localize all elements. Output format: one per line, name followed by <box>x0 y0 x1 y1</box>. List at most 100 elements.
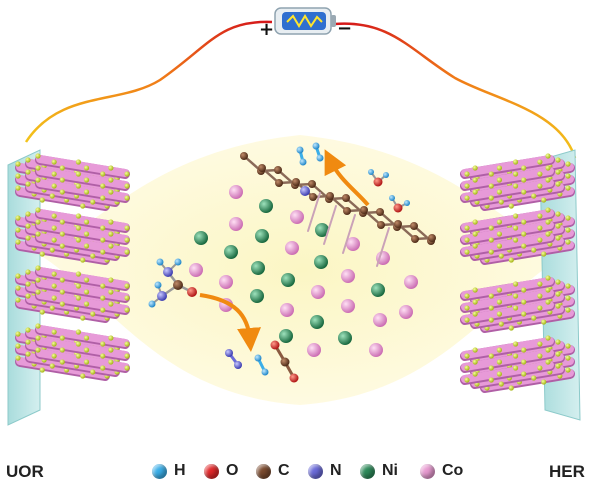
nanorod <box>35 177 130 203</box>
nanoparticle <box>83 243 90 249</box>
nanoparticle <box>39 197 45 203</box>
nanoparticle <box>35 207 41 213</box>
nanoparticle <box>59 243 65 249</box>
nanoparticle <box>35 347 41 353</box>
nanoparticle <box>521 287 527 293</box>
nanoparticle <box>59 359 65 365</box>
hydrogen-atom <box>174 258 182 266</box>
carbon-atom <box>377 221 385 229</box>
nitrogen-atom <box>300 186 310 196</box>
hydrogen-atom <box>148 300 156 308</box>
nanoparticle <box>541 197 547 203</box>
nanoparticle <box>496 165 503 171</box>
nanorod <box>460 165 555 191</box>
nanoparticle <box>565 185 571 191</box>
wire-left <box>24 20 273 143</box>
nanoparticle <box>108 165 114 171</box>
oxygen-atom <box>373 177 383 187</box>
nanoparticle <box>51 353 57 359</box>
nickel-atom <box>194 231 208 245</box>
nanoparticle <box>51 271 57 277</box>
nanoparticle <box>545 177 551 183</box>
nanoparticle <box>59 289 65 295</box>
nanoparticle <box>35 265 41 271</box>
nanoparticle <box>537 183 543 189</box>
nanoparticle <box>496 231 503 237</box>
carbon-atom <box>410 222 418 230</box>
nanoparticle <box>108 301 114 307</box>
battery-positive-sign: + <box>259 19 274 40</box>
nanoparticle <box>555 351 561 357</box>
nanoparticle <box>100 171 106 177</box>
nanoparticle <box>555 211 561 217</box>
nanoparticle <box>472 359 478 365</box>
nanoparticle <box>512 281 519 287</box>
nanoparticle <box>100 365 106 371</box>
nanoparticle <box>464 353 470 359</box>
nickel-atom <box>251 261 265 275</box>
nanoparticle <box>59 219 65 225</box>
nanoparticle <box>124 237 130 243</box>
reaction-glow <box>40 135 565 405</box>
nanoparticle <box>124 183 130 189</box>
reaction-arrow-urea <box>199 293 261 352</box>
nanoparticle <box>75 171 82 177</box>
nanoparticle <box>545 231 551 237</box>
cobalt-atom <box>285 241 299 255</box>
nanorod-body <box>461 337 554 359</box>
nanoparticle <box>537 237 543 243</box>
cobalt-atom <box>229 185 243 199</box>
nanoparticle <box>59 177 65 183</box>
nanoparticle <box>39 251 45 257</box>
carbon-atom <box>274 166 282 174</box>
carbon-atom <box>376 208 384 216</box>
nanoparticle <box>521 347 527 353</box>
nanoparticle <box>25 327 31 333</box>
nanoparticle <box>496 177 503 183</box>
nanoparticle <box>472 299 478 305</box>
bond <box>307 192 321 232</box>
nanoparticle <box>25 351 31 357</box>
legend-label-h: H <box>174 462 186 479</box>
nanoparticle <box>537 293 543 299</box>
nanoparticle <box>508 203 514 209</box>
nanoparticle <box>59 231 65 237</box>
nanorod <box>35 347 130 373</box>
nanoparticle <box>472 219 478 225</box>
cobalt-atom <box>311 285 325 299</box>
nanoparticle <box>124 341 130 347</box>
nanoparticle <box>464 183 470 189</box>
nanoparticle <box>498 321 504 327</box>
nanoparticle <box>565 227 571 233</box>
nanoparticle <box>49 193 55 199</box>
legend-item-c: C <box>256 462 290 480</box>
legend-item-ni: Ni <box>360 462 398 480</box>
legend-item-n: N <box>308 462 342 480</box>
nanoparticle <box>555 157 561 163</box>
nanoparticle <box>51 159 57 165</box>
nanoparticle <box>565 161 571 167</box>
nanoparticle <box>83 189 90 195</box>
nanoparticle <box>488 317 494 323</box>
nanoparticle <box>555 235 561 241</box>
nanoparticle <box>537 353 543 359</box>
nanoparticle <box>512 341 519 347</box>
nanoparticle <box>83 177 90 183</box>
nanoparticle <box>51 295 57 301</box>
nanorod <box>460 359 555 385</box>
nanorod <box>460 335 555 361</box>
nanoparticle <box>521 359 527 365</box>
nanoparticle <box>83 231 90 237</box>
nanoparticle <box>51 329 57 335</box>
nanoparticle <box>521 231 527 237</box>
nanoparticle <box>496 299 503 305</box>
nanoparticle <box>555 291 561 297</box>
nanorod-body <box>461 289 554 311</box>
nanoparticle <box>464 237 470 243</box>
nanoparticle <box>15 355 21 361</box>
nanoparticle <box>565 215 571 221</box>
nanoparticle <box>488 365 494 371</box>
nanoparticle <box>541 319 547 325</box>
nanoparticle <box>59 335 65 341</box>
nanoparticle <box>472 287 478 293</box>
